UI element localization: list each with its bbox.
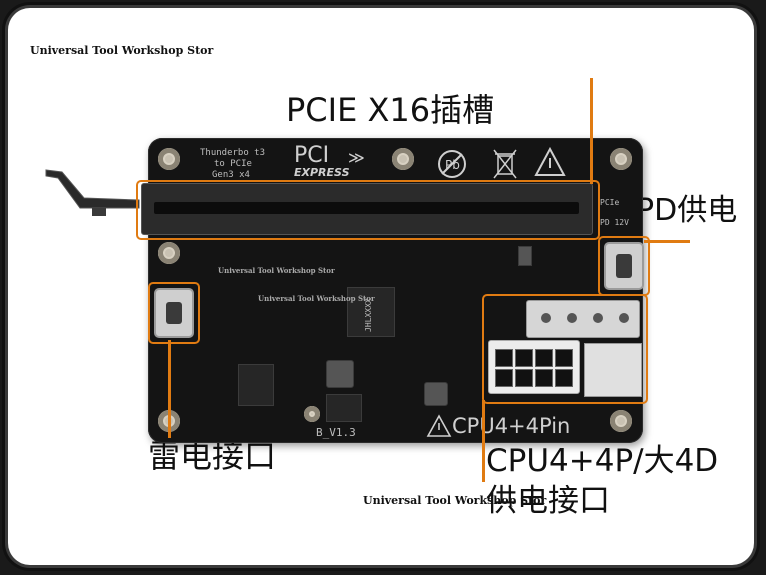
inductor-small <box>424 382 448 406</box>
leader-line-pd <box>644 240 690 243</box>
mounting-hole <box>158 148 180 170</box>
pci-logo-chevron-icon: ≫ <box>348 148 365 167</box>
caution-icon <box>426 414 452 437</box>
cpu-4plus4-pin-connector <box>488 340 580 394</box>
label-pcie-slot: PCIE X16插槽 <box>286 91 495 129</box>
svg-text:Pb: Pb <box>445 158 460 172</box>
weee-bin-icon <box>493 149 517 179</box>
pcie-bracket <box>45 169 140 216</box>
watermark-top: Universal Tool Workshop Stor <box>30 44 214 57</box>
label-pd-power: PD供电 <box>636 193 738 228</box>
pci-logo: PCI <box>294 143 330 168</box>
watermark-bottom: Universal Tool Workshop Stor <box>363 494 547 507</box>
highlight-power-connectors <box>482 294 648 404</box>
silk-version: B_V1.3 <box>316 426 356 439</box>
leader-line-pcie <box>590 78 593 184</box>
silk-pcie-small: PCIe <box>600 198 620 207</box>
watermark-mid-1: Universal Tool Workshop Stor <box>218 266 335 275</box>
silk-pd12v: PD 12V <box>600 218 629 227</box>
label-thunderbolt-port: 雷电接口 <box>148 437 277 475</box>
silk-cpu-pin: CPU4+4Pin <box>452 414 571 438</box>
inductor <box>326 360 354 388</box>
silk-board-name-1: Thunderbo t3 <box>200 148 266 158</box>
highlight-pd-port <box>598 236 650 296</box>
watermark-mid-2: Universal Tool Workshop Stor <box>258 294 375 303</box>
mounting-hole <box>158 242 180 264</box>
capacitor <box>518 246 532 266</box>
leader-line-cpu <box>482 400 485 482</box>
mounting-hole <box>610 410 632 432</box>
connector-latch-block <box>584 343 642 397</box>
pcie-x16-slot <box>141 183 593 235</box>
pd-usb-c-port <box>604 242 644 290</box>
silk-board-name-3: Gen3 x4 <box>212 170 250 180</box>
highlight-pcie-slot <box>136 180 600 240</box>
label-cpu-line1: CPU4+4P/大4D <box>486 443 719 479</box>
leader-line-thunderbolt <box>168 340 171 438</box>
highlight-thunderbolt <box>148 282 200 344</box>
product-image-frame: Universal Tool Workshop Stor Universal T… <box>8 8 754 565</box>
express-logo: EXPRESS <box>294 166 350 179</box>
flash-chip <box>238 364 274 406</box>
pcie-slot-contacts <box>154 202 579 214</box>
mounting-hole <box>304 406 320 422</box>
mounting-hole <box>392 148 414 170</box>
label-cpu-line2: 供电接口 <box>486 483 610 519</box>
silk-board-name-2: to PCIe <box>214 159 252 169</box>
thunderbolt-usb-c-port <box>154 288 194 338</box>
warning-triangle-icon <box>534 146 566 176</box>
mosfet-chip <box>326 394 362 422</box>
molex-power-connector <box>526 300 640 338</box>
mounting-hole <box>610 148 632 170</box>
pb-free-icon: Pb <box>438 150 466 178</box>
